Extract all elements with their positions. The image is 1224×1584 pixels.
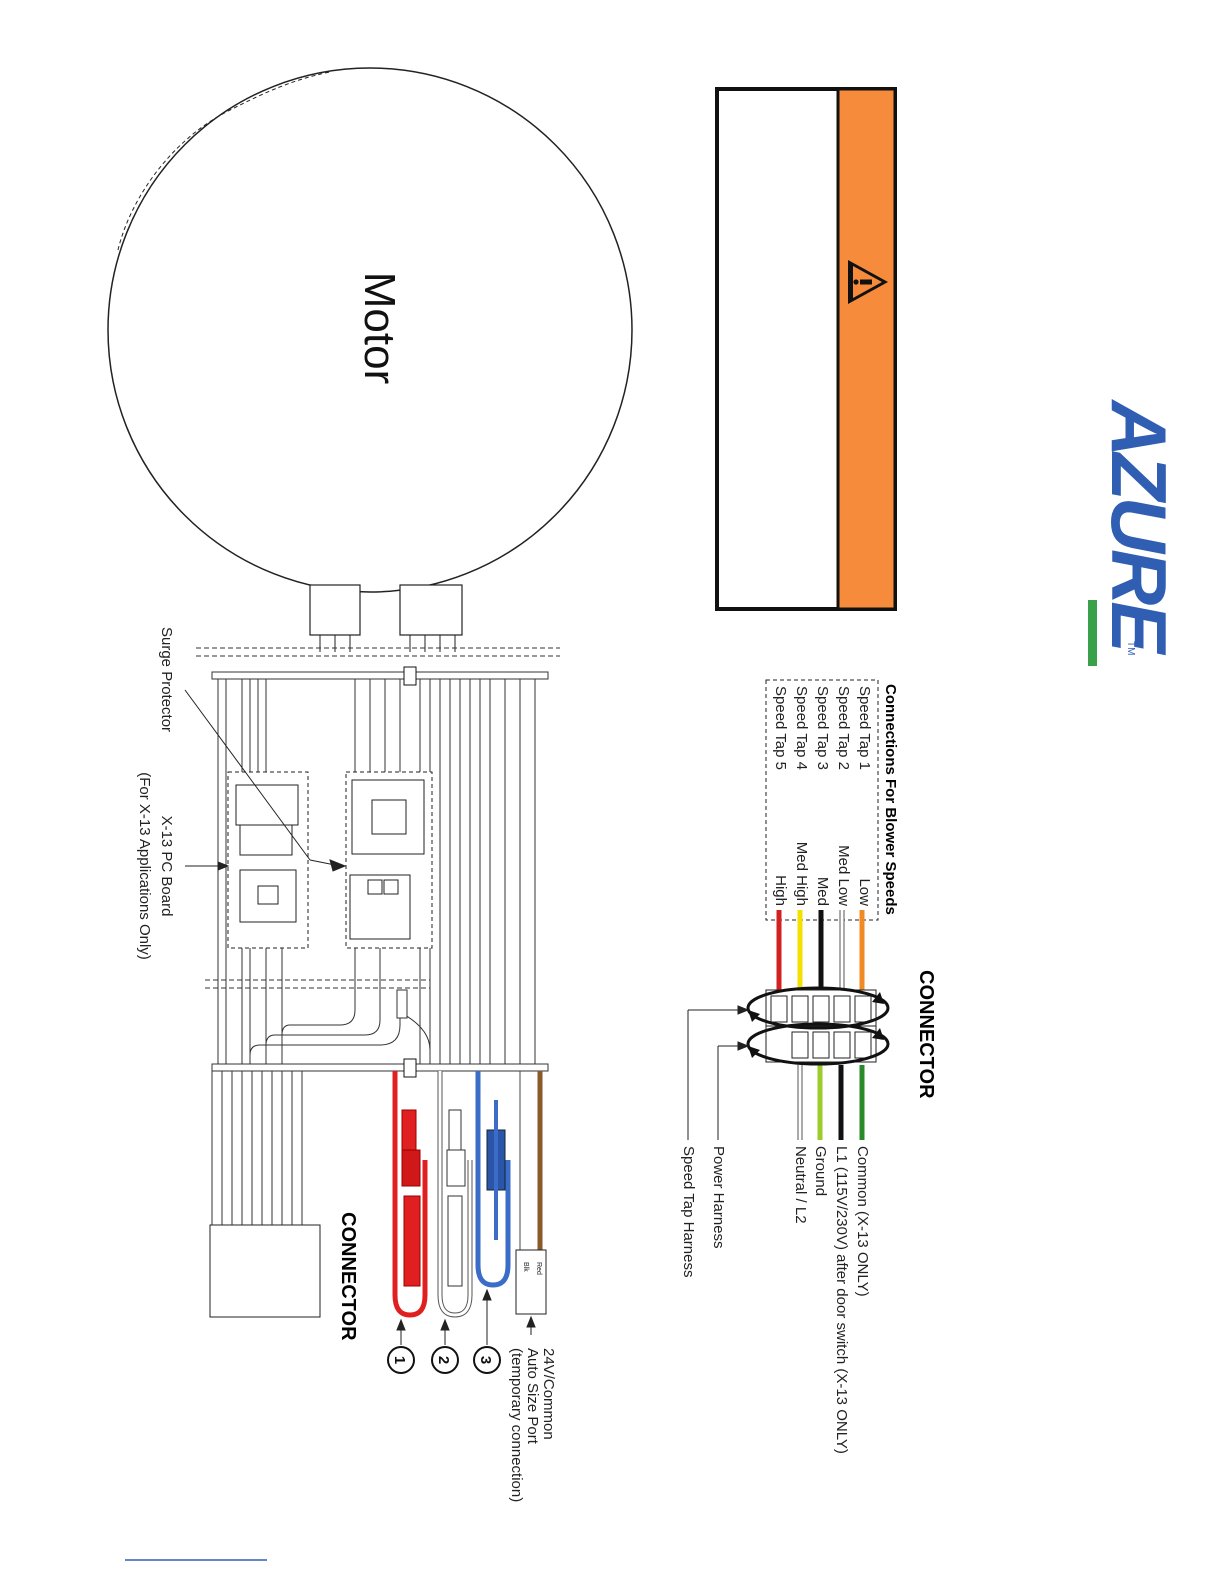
pc-board-label: X-13 PC Board: [158, 816, 175, 917]
lead-number-3-text: 3: [477, 1356, 494, 1364]
table-row-tap-5: Speed Tap 5: [772, 686, 789, 770]
lead-number-3: 3: [473, 1346, 501, 1374]
lead-arrows: [396, 1288, 536, 1345]
harness-pointers: [687, 1005, 750, 1140]
lead-number-2-text: 2: [435, 1356, 452, 1364]
neutral-label: Neutral / L2: [792, 1146, 809, 1224]
table-row-speed-3: Med: [814, 877, 831, 906]
common-label: Common (X-13 ONLY): [854, 1146, 871, 1297]
left-connector-label: CONNECTOR: [337, 1212, 359, 1341]
auto-size-plug: [515, 1249, 547, 1315]
table-row-speed-2: Med Low: [835, 845, 852, 906]
table-row-tap-2: Speed Tap 2: [835, 686, 852, 770]
lead-wires: Red Blk: [392, 1071, 547, 1318]
power-wires: [797, 1065, 865, 1140]
motor-label: Motor: [355, 272, 404, 384]
azure-logo: AZURE TM: [1095, 399, 1183, 656]
l1-label: L1 (115V/230V) after door switch (X-13 O…: [833, 1146, 850, 1454]
left-connector-body: [209, 1224, 321, 1318]
warning-box: [715, 87, 897, 611]
table-row-tap-3: Speed Tap 3: [814, 686, 831, 770]
blower-table-title: Connections For Blower Speeds: [882, 684, 899, 915]
connector-ring-lower: [746, 1022, 890, 1066]
auto-size-line2: Auto Size Port: [524, 1348, 541, 1445]
motor-body: [107, 67, 633, 652]
auto-size-line3: (temporary connection): [508, 1348, 525, 1502]
lead-number-1-text: 1: [391, 1356, 408, 1364]
blower-table-rows: Speed Tap 1 Low Speed Tap 2 Med Low Spee…: [772, 686, 873, 906]
table-row-tap-1: Speed Tap 1: [856, 686, 873, 770]
power-harness-label: Power Harness: [710, 1146, 727, 1249]
surge-protector-label: Surge Protector: [158, 627, 175, 732]
lead-number-2: 2: [431, 1346, 459, 1374]
connector-ring-upper: [746, 986, 890, 1030]
speed-tap-harness-label: Speed Tap Harness: [680, 1146, 697, 1277]
right-connector-label: CONNECTOR: [915, 970, 937, 1099]
lead-number-1: 1: [387, 1346, 415, 1374]
warning-band: [836, 87, 897, 611]
harness-wires: [196, 647, 560, 1225]
table-row-tap-4: Speed Tap 4: [793, 686, 810, 770]
warning-triangle-icon: [848, 260, 888, 304]
lead-blue: [475, 1071, 511, 1288]
plug-blk-label: Blk: [522, 1262, 529, 1272]
table-row-speed-5: High: [772, 875, 789, 906]
table-row-speed-1: Low: [856, 878, 873, 906]
lead-red: [392, 1071, 428, 1318]
ground-label: Ground: [812, 1146, 829, 1196]
pc-board-sublabel: (For X-13 Applications Only): [136, 772, 153, 960]
right-connector-body: [765, 989, 877, 1063]
table-row-speed-4: Med High: [793, 842, 810, 906]
speed-tap-wires: [776, 910, 865, 990]
logo-trademark: TM: [1125, 641, 1136, 655]
surge-pointer: [184, 689, 347, 872]
logo-accent-bar: [1088, 600, 1097, 666]
pc-board: [227, 771, 433, 949]
auto-size-line1: 24V/Common: [540, 1348, 557, 1440]
plug-red-label: Red: [535, 1262, 542, 1275]
ring-arrows: [748, 992, 884, 1058]
logo-text: AZURE: [1095, 399, 1183, 656]
